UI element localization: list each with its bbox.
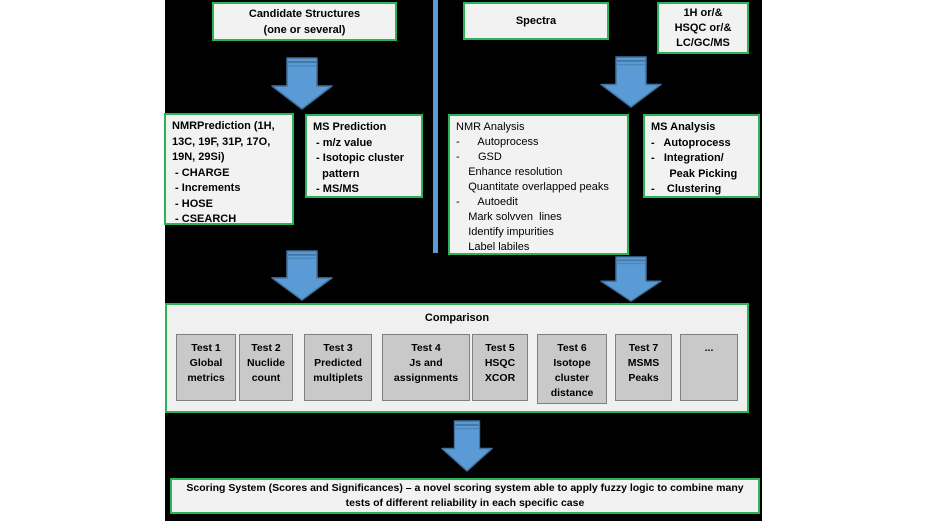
test-box-more: ...	[680, 334, 738, 401]
test-box-5: Test 5 HSQC XCOR	[472, 334, 528, 401]
node-line: LC/GC/MS	[676, 36, 730, 49]
test-line: distance	[550, 387, 594, 399]
node-line: Candidate Structures	[248, 7, 361, 20]
node-line: Scoring System (Scores and Significances…	[186, 482, 744, 494]
test-line: Test 6	[557, 342, 587, 354]
node-nmr-prediction: NMRPrediction (1H, 13C, 19F, 31P, 17O, 1…	[164, 113, 294, 225]
test-line: metrics	[187, 372, 225, 384]
node-raw-inputs: 1H or/& HSQC or/& LC/GC/MS	[657, 2, 749, 54]
comparison-title: Comparison	[424, 312, 490, 324]
node-line: Peak Picking	[651, 167, 738, 180]
node-line: 13C, 19F, 31P, 17O,	[172, 135, 271, 148]
node-scoring-system: Scoring System (Scores and Significances…	[170, 478, 760, 514]
test-line: Isotope	[553, 357, 591, 369]
node-line: - Autoedit	[456, 196, 518, 208]
down-arrow-icon	[600, 56, 662, 108]
test-line: Global	[189, 357, 223, 369]
node-line: Identify impurities	[456, 226, 554, 238]
node-line: - CSEARCH	[172, 213, 237, 225]
node-ms-prediction: MS Prediction - m/z value - Isotopic clu…	[305, 114, 423, 198]
test-line: Test 5	[485, 342, 515, 354]
node-line: MS Analysis	[651, 121, 716, 133]
test-box-7: Test 7 MSMS Peaks	[615, 334, 672, 401]
node-candidate-structures: Candidate Structures (one or several)	[212, 2, 397, 41]
node-comparison: Comparison Test 1 Global metrics Test 2 …	[165, 303, 749, 413]
node-line: - GSD	[456, 151, 502, 163]
node-line: - Autoprocess	[456, 136, 539, 148]
test-line: Test 1	[191, 342, 221, 354]
test-box-6: Test 6 Isotope cluster distance	[537, 334, 607, 404]
test-line: Peaks	[628, 372, 659, 384]
test-line: MSMS	[627, 357, 660, 369]
node-line: Quantitate overlapped peaks	[456, 181, 609, 193]
test-line: Test 3	[323, 342, 353, 354]
node-line: Spectra	[515, 15, 557, 27]
node-line: - Autoprocess	[651, 136, 731, 149]
node-line: - HOSE	[172, 197, 213, 210]
node-nmr-analysis: NMR Analysis - Autoprocess - GSD Enhance…	[448, 114, 629, 255]
test-box-2: Test 2 Nuclide count	[239, 334, 293, 401]
node-line: Label labiles	[456, 241, 530, 253]
node-ms-analysis: MS Analysis - Autoprocess - Integration/…	[643, 114, 760, 198]
test-line: Nuclide	[247, 357, 285, 369]
node-line: - Increments	[172, 182, 241, 194]
node-line: tests of different reliability in each s…	[345, 497, 585, 509]
test-line: HSQC	[484, 357, 516, 369]
test-line: ...	[704, 342, 714, 354]
node-line: - Clustering	[651, 183, 722, 195]
test-line: assignments	[393, 372, 459, 384]
node-line: Enhance resolution	[456, 166, 563, 178]
down-arrow-icon	[600, 256, 662, 302]
test-line: Test 7	[628, 342, 659, 354]
test-line: cluster	[554, 372, 590, 384]
node-line: 1H or/&	[683, 6, 723, 19]
node-line: - m/z value	[313, 136, 373, 149]
divider-line	[433, 0, 438, 253]
test-box-4: Test 4 Js and assignments	[382, 334, 470, 401]
node-line: - Isotopic cluster	[313, 152, 405, 164]
node-line: NMRPrediction (1H,	[172, 120, 275, 132]
node-line: NMR Analysis	[456, 121, 525, 133]
test-line: count	[251, 372, 281, 384]
test-line: Js and	[409, 357, 443, 369]
down-arrow-icon	[271, 250, 333, 301]
node-spectra: Spectra	[463, 2, 609, 40]
down-arrow-icon	[271, 57, 333, 110]
test-line: Test 4	[411, 342, 441, 354]
test-box-1: Test 1 Global metrics	[176, 334, 236, 401]
test-line: Predicted	[314, 357, 362, 369]
node-line: Mark solvven lines	[456, 211, 562, 223]
test-line: XCOR	[484, 372, 516, 384]
node-line: 19N, 29Si)	[172, 151, 225, 163]
node-line: pattern	[313, 167, 360, 180]
test-box-3: Test 3 Predicted multiplets	[304, 334, 372, 401]
node-line: - CHARGE	[172, 166, 230, 179]
node-line: - MS/MS	[313, 183, 359, 195]
test-line: Test 2	[251, 342, 281, 354]
node-line: (one or several)	[263, 23, 346, 36]
test-line: multiplets	[313, 372, 363, 384]
node-line: MS Prediction	[313, 121, 387, 133]
node-line: HSQC or/&	[674, 21, 732, 34]
node-line: - Integration/	[651, 152, 724, 164]
down-arrow-icon	[441, 420, 493, 472]
